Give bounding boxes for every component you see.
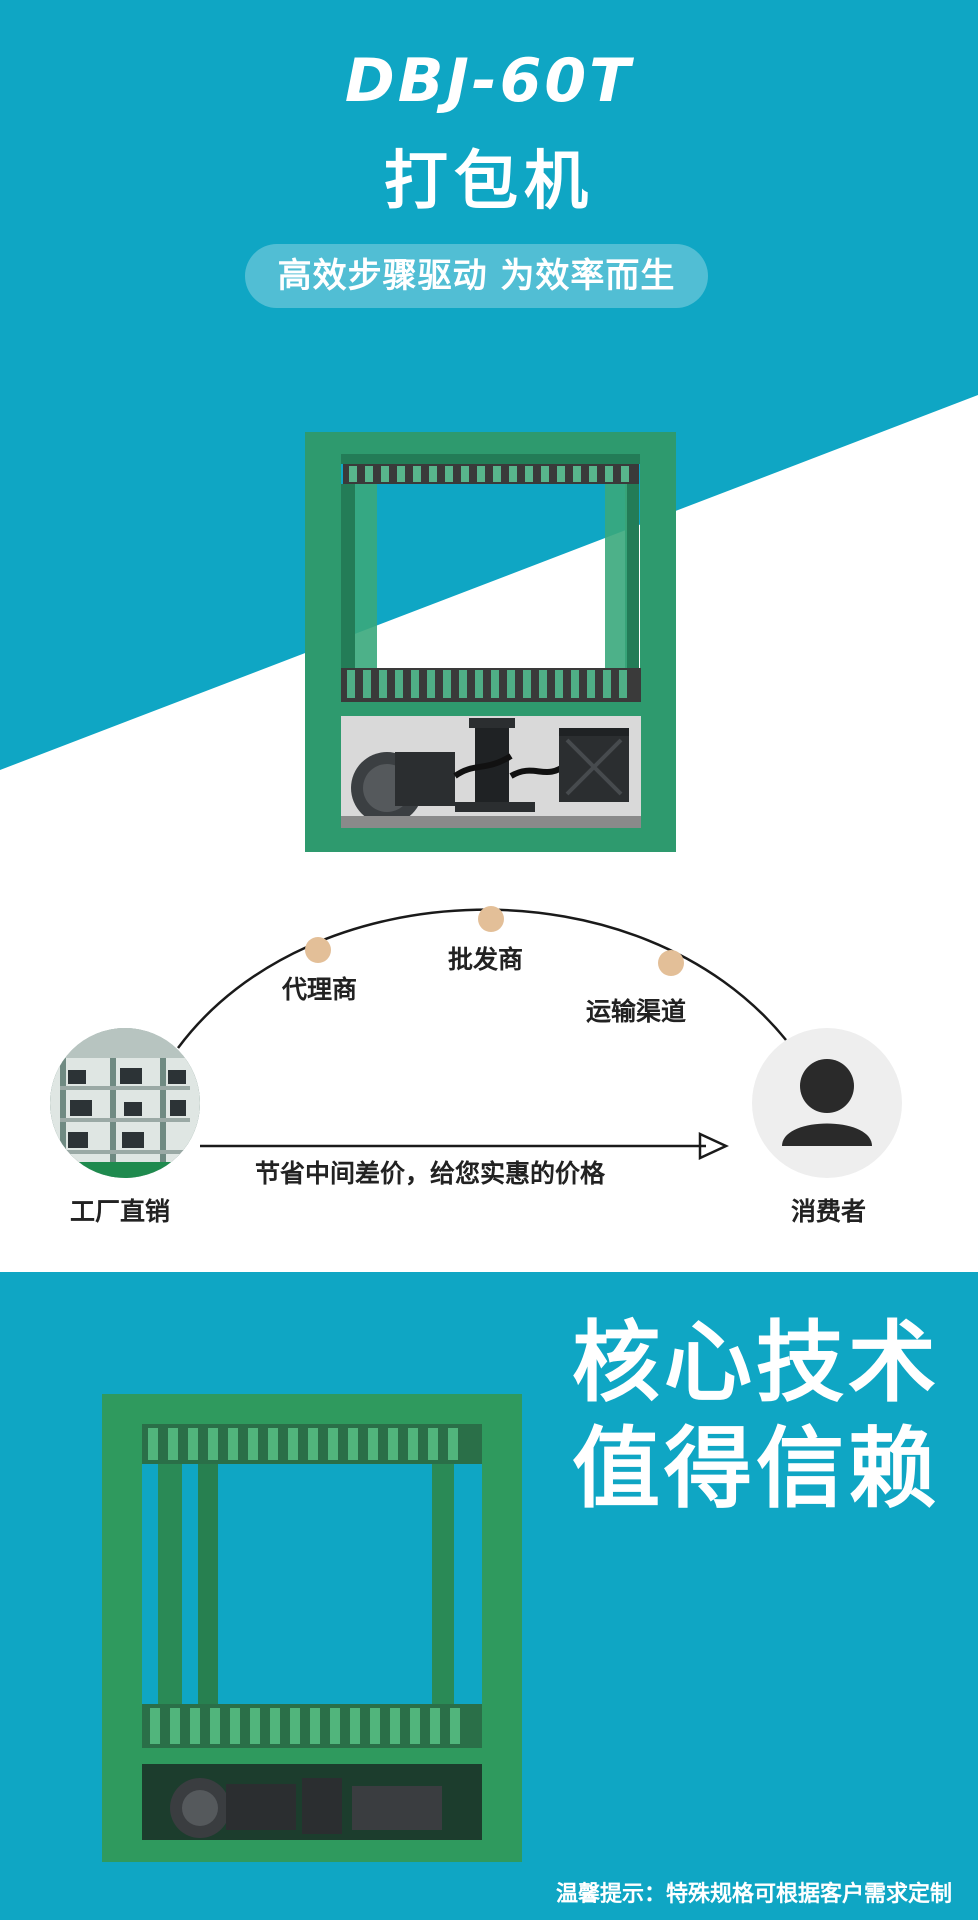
product-model-title: DBJ-60T	[344, 46, 634, 116]
consumer-avatar-icon	[752, 1028, 902, 1178]
consumer-label: 消费者	[791, 1197, 867, 1226]
agent-label: 代理商	[282, 975, 358, 1004]
wholesaler-label: 批发商	[448, 945, 524, 974]
baler-machine-image	[305, 432, 676, 852]
channel-arc	[176, 908, 787, 1049]
baler-machine-image-2	[102, 1394, 522, 1862]
tagline-badge: 高效步骤驱动 为效率而生	[245, 244, 708, 308]
core-tech-heading: 核心技术	[571, 1311, 940, 1414]
hero-section: DBJ-60T 打包机 高效步骤驱动 为效率而生	[0, 0, 978, 880]
distribution-section: 代理商 批发商 运输渠道 节省中间差价，给您实惠的价格 工厂直销	[0, 880, 978, 1272]
factory-warehouse-photo	[50, 1028, 200, 1178]
core-tech-section: 核心技术 值得信赖	[0, 1272, 978, 1920]
arrow-head-icon	[698, 1132, 729, 1160]
product-name-title: 打包机	[384, 145, 594, 219]
savings-text: 节省中间差价，给您实惠的价格	[255, 1159, 606, 1188]
distribution-diagram	[176, 906, 787, 1160]
dot-transport	[658, 950, 684, 976]
trustworthy-heading: 值得信赖	[571, 1417, 940, 1520]
custom-spec-note: 温馨提示：特殊规格可根据客户需求定制	[555, 1882, 952, 1907]
transport-label: 运输渠道	[586, 997, 687, 1026]
dot-agent	[305, 937, 331, 963]
dot-wholesaler	[478, 906, 504, 932]
factory-direct-label: 工厂直销	[70, 1197, 171, 1226]
